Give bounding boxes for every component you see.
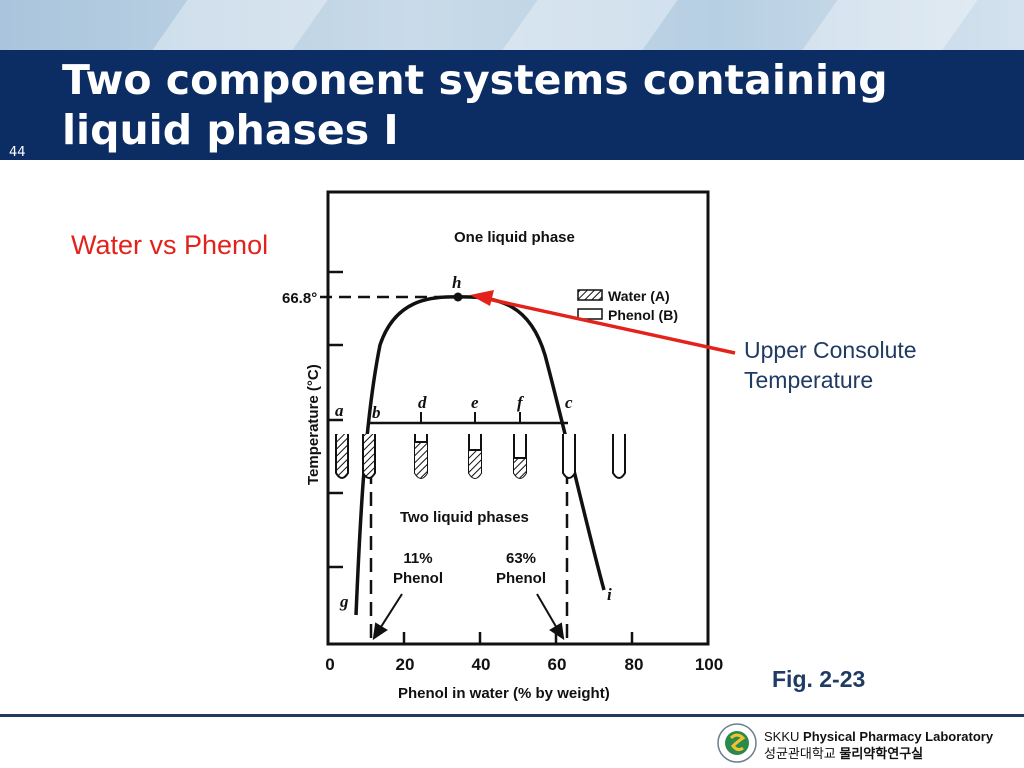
critical-temperature-label: 66.8° <box>282 290 317 307</box>
left-composition-value: 11% <box>403 550 432 567</box>
tie-line-markers <box>420 412 521 423</box>
x-axis-label: Phenol in water (% by weight) <box>398 685 610 702</box>
footer-org-name: Physical Pharmacy Laboratory <box>803 729 994 744</box>
test-tube-d <box>414 434 428 479</box>
slide-title-line2: liquid phases I <box>62 106 399 154</box>
footer-korean-name: 물리약학연구실 <box>839 746 924 761</box>
x-tick-labels: 0 20 40 60 80 100 <box>325 655 723 674</box>
footer-korean-prefix: 성균관대학교 <box>764 746 836 761</box>
point-label-a: a <box>335 401 344 420</box>
annotation-arrow-head <box>470 290 494 306</box>
upper-consolute-annotation: Upper Consolute Temperature <box>744 335 917 395</box>
x-tick-label: 40 <box>472 655 491 674</box>
test-tube-pure-phenol <box>612 434 626 479</box>
two-phase-label: Two liquid phases <box>400 509 529 526</box>
footer-divider <box>0 714 1024 717</box>
composition-arrows <box>372 593 565 641</box>
point-label-b: b <box>372 403 381 422</box>
x-tick-label: 80 <box>625 655 644 674</box>
point-label-f: f <box>517 393 525 412</box>
right-composition-unit: Phenol <box>496 570 546 587</box>
point-label-c: c <box>565 393 573 412</box>
slide-title: Two component systems containing liquid … <box>62 55 962 155</box>
y-axis-label: Temperature (°C) <box>305 364 322 485</box>
annotation-line1: Upper Consolute <box>744 337 917 363</box>
page-number: 44 <box>9 145 26 160</box>
point-label-h: h <box>452 273 461 292</box>
test-tube-e <box>468 434 482 479</box>
test-tube-c <box>562 434 576 479</box>
test-tube-f <box>513 434 527 479</box>
critical-point <box>453 292 463 302</box>
one-phase-label: One liquid phase <box>454 229 575 246</box>
diagram-subtitle: Water vs Phenol <box>71 230 269 260</box>
test-tube-a <box>335 434 349 479</box>
right-composition-value: 63% <box>506 550 536 567</box>
header-decoration-band <box>0 0 1024 50</box>
x-tick-label: 100 <box>695 655 723 674</box>
left-composition-unit: Phenol <box>393 570 443 587</box>
legend-water-label: Water (A) <box>608 288 670 304</box>
x-tick-label: 20 <box>396 655 415 674</box>
point-label-g: g <box>339 592 349 611</box>
figure-label: Fig. 2-23 <box>772 666 866 692</box>
legend-phenol-label: Phenol (B) <box>608 307 678 323</box>
plot-frame <box>326 190 710 646</box>
legend-phenol-swatch <box>577 308 603 320</box>
point-label-i: i <box>607 585 612 604</box>
slide-title-line1: Two component systems containing <box>62 56 888 104</box>
point-label-e: e <box>471 393 479 412</box>
y-axis-ticks <box>328 270 343 569</box>
test-tube-b <box>362 434 376 479</box>
footer-org-prefix: SKKU <box>764 729 800 744</box>
annotation-arrow-line <box>487 297 736 355</box>
university-logo-icon <box>717 723 757 763</box>
x-tick-label: 0 <box>325 655 334 674</box>
point-label-d: d <box>418 393 427 412</box>
x-tick-label: 60 <box>548 655 567 674</box>
title-bar <box>0 50 1024 160</box>
footer-lab-name: SKKU Physical Pharmacy Laboratory 성균관대학교… <box>764 728 993 762</box>
annotation-line2: Temperature <box>744 367 874 393</box>
point-labels: a b d e f c h g i <box>335 273 612 611</box>
legend-water-swatch <box>577 289 603 301</box>
